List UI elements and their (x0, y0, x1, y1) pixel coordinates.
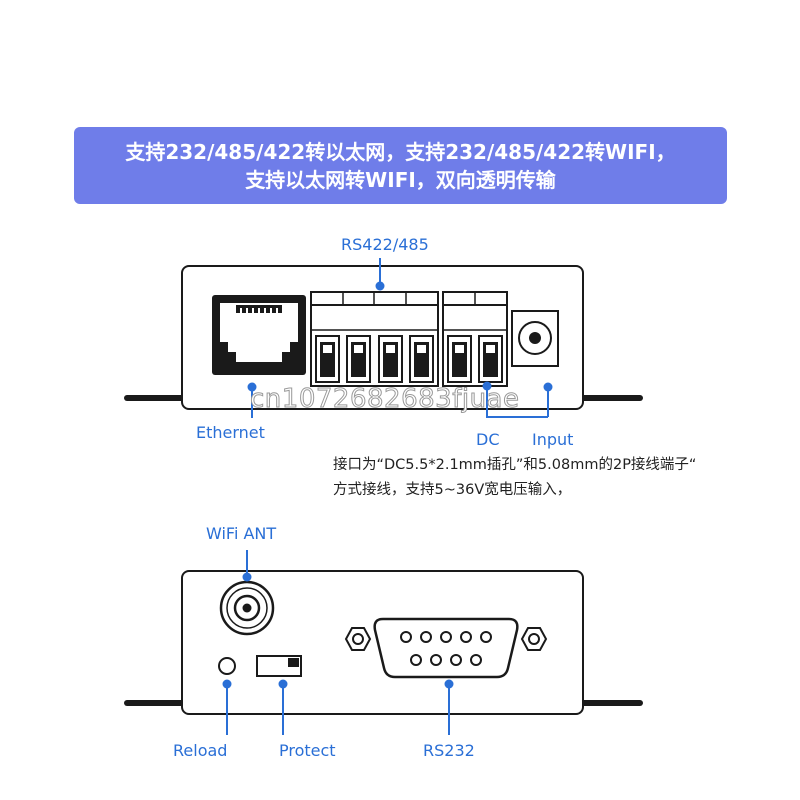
banner-line-1: 支持232/485/422转以太网，支持232/485/422转WIFI， (125, 140, 676, 164)
ethernet-port (212, 295, 306, 375)
label-reload: Reload (173, 741, 228, 760)
label-rs422-485: RS422/485 (341, 235, 429, 254)
bottom-device (124, 550, 643, 735)
label-rs232: RS232 (423, 741, 475, 760)
rs422-485-terminal (310, 291, 439, 387)
wifi-antenna-connector (219, 580, 275, 636)
top-device (124, 258, 643, 418)
protect-switch (256, 655, 302, 677)
dc-barrel-jack (511, 310, 559, 367)
feature-banner: 支持232/485/422转以太网，支持232/485/422转WIFI， 支持… (74, 127, 727, 204)
reload-button-hole (218, 657, 236, 675)
label-wifi-ant: WiFi ANT (206, 524, 277, 543)
dc-terminal (442, 291, 508, 387)
top-callout-lines (251, 258, 549, 418)
label-protect: Protect (279, 741, 336, 760)
bottom-callout-dots (222, 572, 454, 689)
label-dc: DC (476, 430, 500, 449)
label-ethernet: Ethernet (196, 423, 265, 442)
watermark-text: cn1072682683fjuae (249, 384, 520, 415)
label-input: Input (532, 430, 574, 449)
power-note-line-2: 方式接线，支持5~36V宽电压输入， (333, 482, 572, 498)
power-note-line-1: 接口为“DC5.5*2.1mm插孔”和5.08mm的2P接线端子“ (333, 457, 697, 473)
rs232-db9-port (344, 617, 548, 679)
top-callout-dots (247, 281, 553, 392)
banner-line-2: 支持以太网转WIFI，双向透明传输 (245, 168, 556, 192)
